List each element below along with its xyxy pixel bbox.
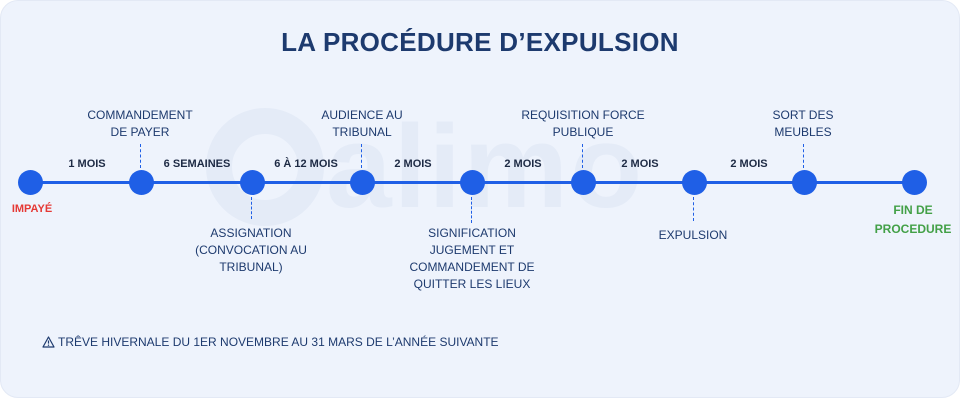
timeline-dot-fin: [902, 170, 927, 195]
timeline-dot-commandement: [129, 170, 154, 195]
winter-truce-note: TRÊVE HIVERNALE DU 1ER NOVEMBRE AU 31 MA…: [42, 335, 499, 349]
duration-label: 6 SEMAINES: [163, 158, 231, 170]
timeline-dot-expulsion: [682, 170, 707, 195]
duration-label: 2 MOIS: [730, 158, 768, 170]
timeline-dot-signification: [460, 170, 485, 195]
tick-assignation: [251, 197, 252, 219]
step-label-sort-meubles: SORT DES MEUBLES: [772, 108, 834, 139]
watermark-logo: alimo: [206, 96, 726, 266]
timeline-dot-assignation: [240, 170, 265, 195]
timeline-dot-impaye: [18, 170, 43, 195]
step-label-assignation: ASSIGNATION (CONVOCATION AU TRIBUNAL): [195, 226, 307, 274]
timeline-dot-requisition: [571, 170, 596, 195]
tick-signification: [471, 197, 472, 223]
step-label-commandement: COMMANDEMENT DE PAYER: [87, 108, 193, 139]
timeline-dot-audience: [350, 170, 375, 195]
step-label-signification: SIGNIFICATION JUGEMENT ET COMMANDEMENT D…: [409, 226, 535, 291]
tick-commandement: [140, 144, 141, 168]
tick-requisition: [582, 144, 583, 168]
duration-label: 1 MOIS: [68, 158, 106, 170]
step-label-impaye: IMPAYÉ: [11, 203, 53, 215]
watermark-text: alimo: [326, 101, 645, 233]
duration-label: 2 MOIS: [621, 158, 659, 170]
warning-icon: [42, 336, 55, 348]
winter-truce-text: TRÊVE HIVERNALE DU 1ER NOVEMBRE AU 31 MA…: [58, 335, 499, 349]
tick-sort-meubles: [803, 144, 804, 168]
duration-label: 6 À 12 MOIS: [274, 158, 338, 170]
page-title: LA PROCÉDURE D’EXPULSION: [281, 27, 679, 57]
step-label-audience: AUDIENCE AU TRIBUNAL: [321, 108, 403, 139]
step-label-expulsion: EXPULSION: [658, 228, 728, 242]
tick-expulsion: [693, 197, 694, 221]
duration-label: 2 MOIS: [394, 158, 432, 170]
step-label-requisition: REQUISITION FORCE PUBLIQUE: [521, 108, 645, 139]
duration-label: 2 MOIS: [504, 158, 542, 170]
step-label-fin: FIN DE PROCEDURE: [874, 203, 952, 236]
timeline-dot-sort-meubles: [792, 170, 817, 195]
tick-audience: [361, 144, 362, 168]
